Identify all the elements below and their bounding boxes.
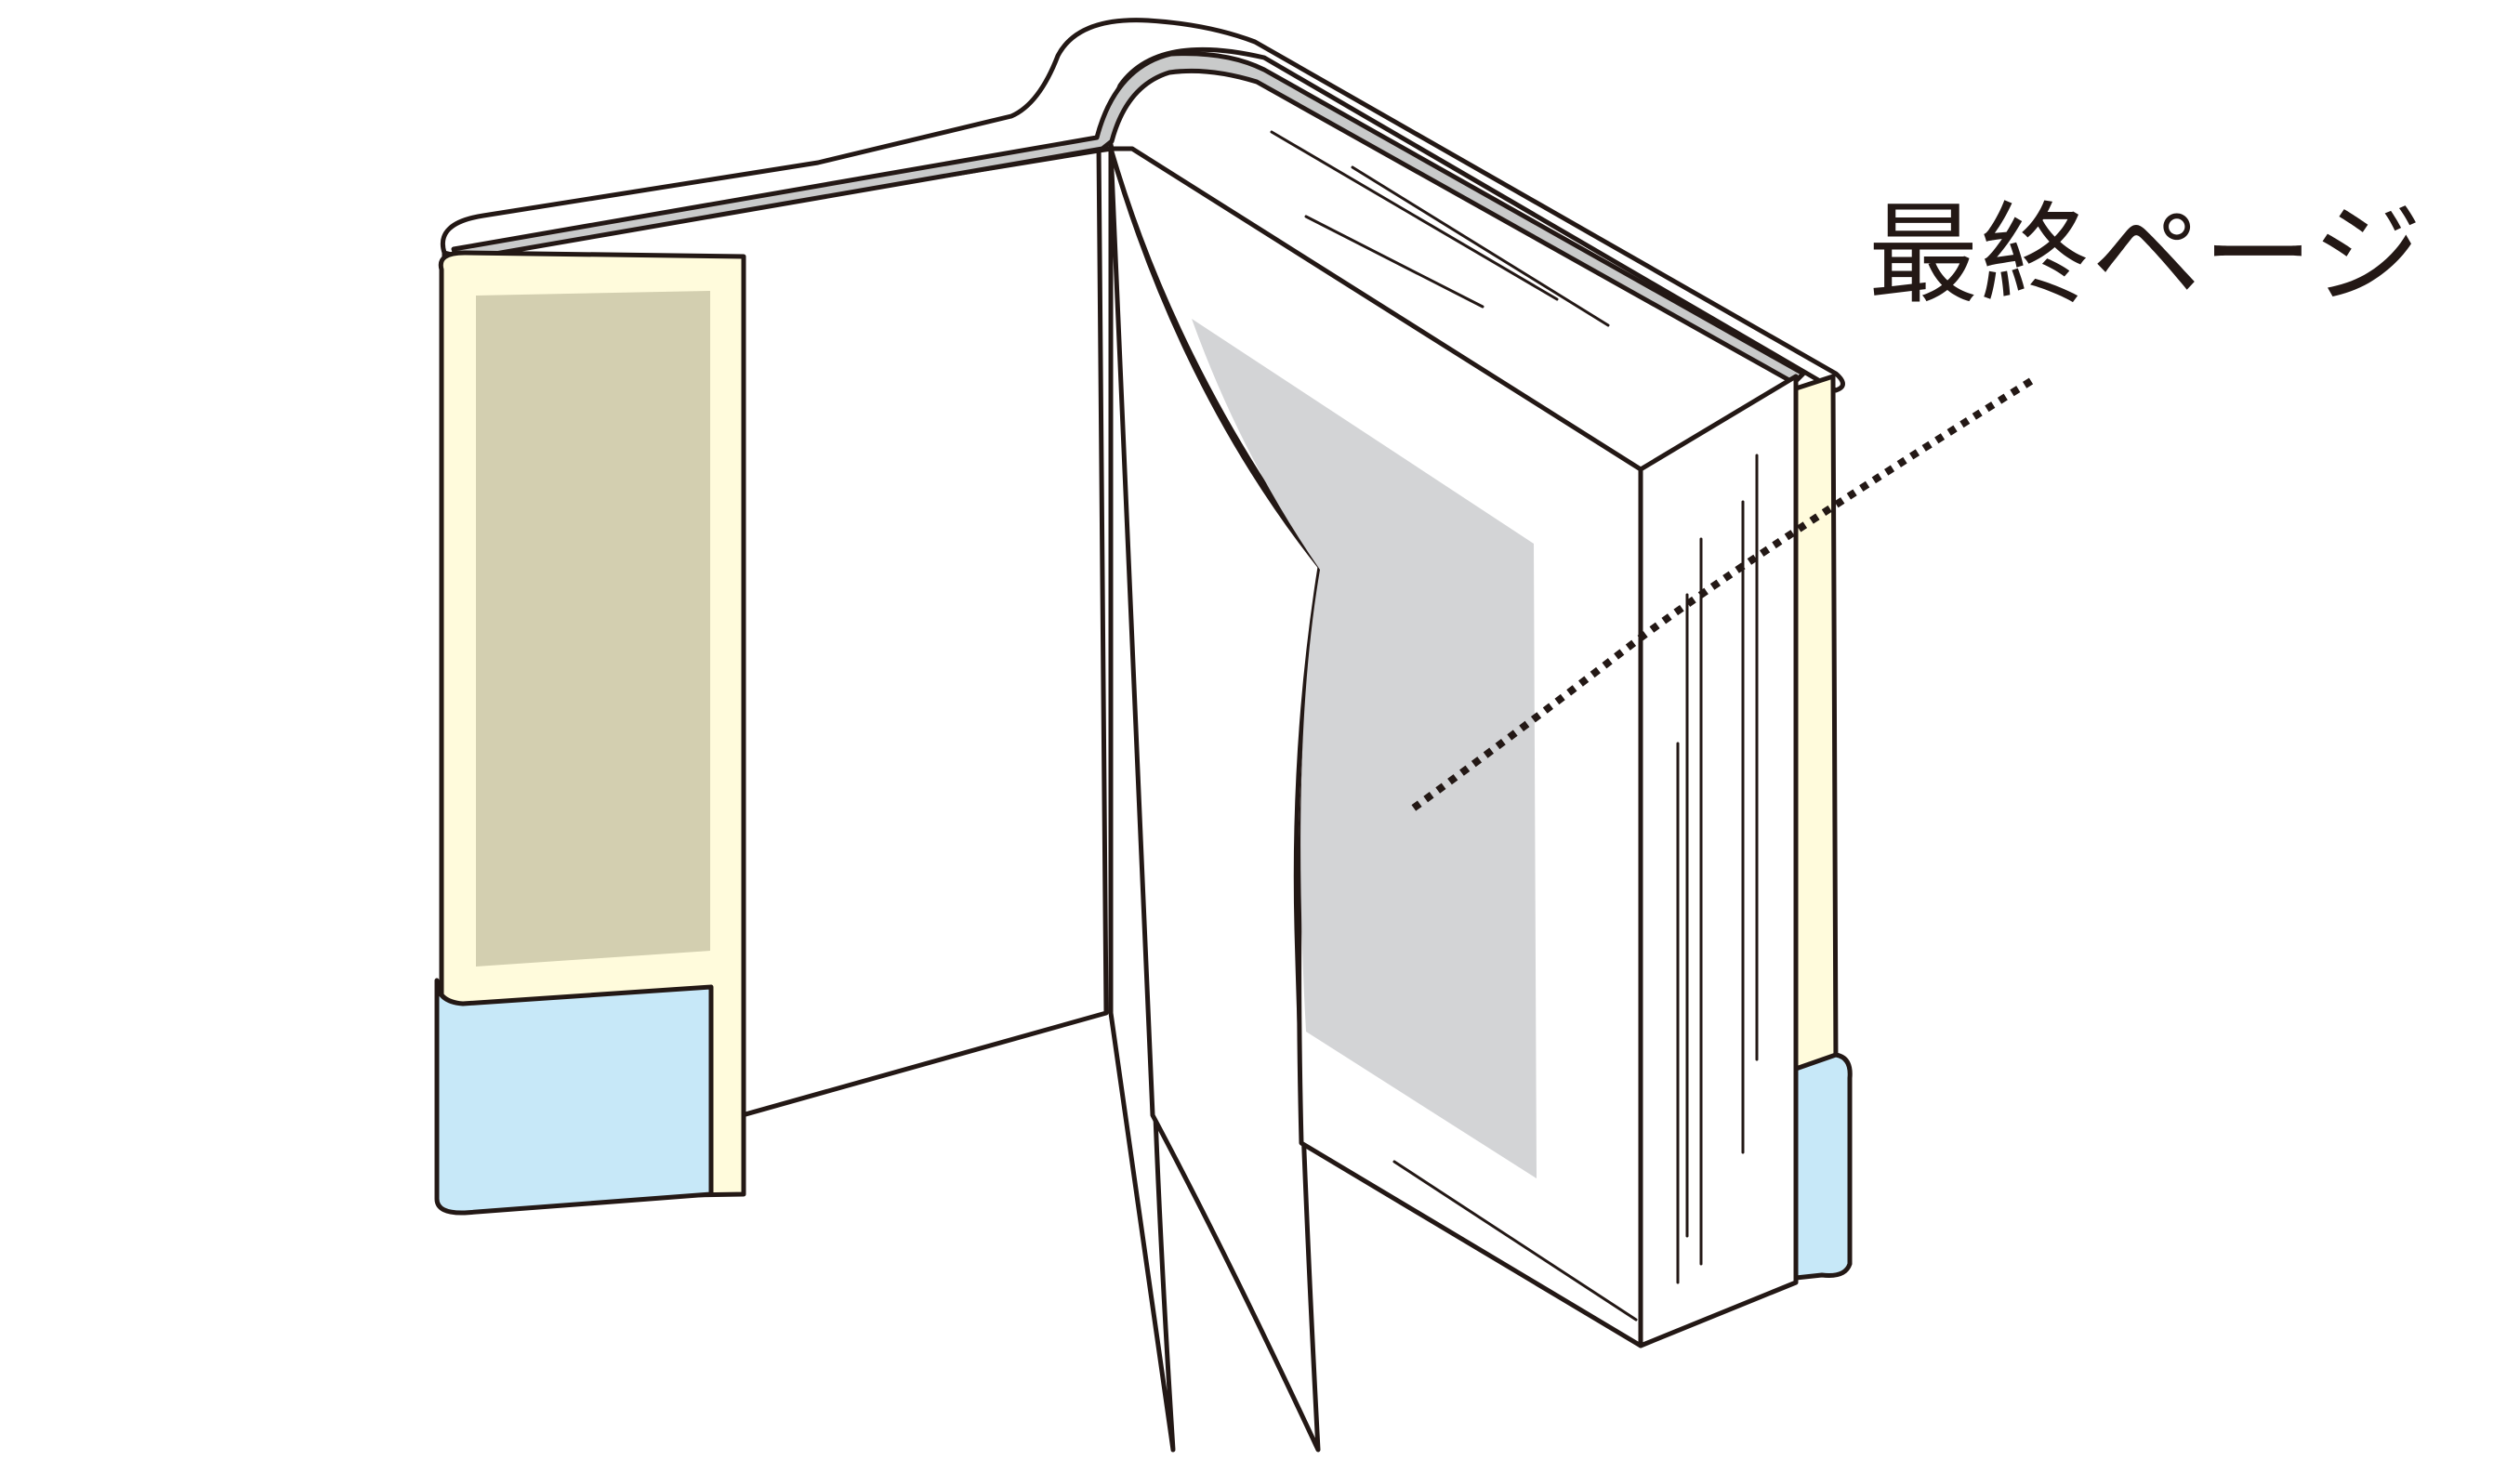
right-band bbox=[1793, 1052, 1853, 1281]
page-line bbox=[1304, 215, 1484, 309]
back-cover-board bbox=[1793, 374, 1839, 1081]
page-line bbox=[1270, 130, 1559, 301]
left-band bbox=[434, 978, 714, 1216]
last-page-label: 最終ページ bbox=[1868, 191, 2424, 319]
spine-grey-strip bbox=[451, 51, 1806, 386]
last-page-image bbox=[1192, 319, 1537, 1178]
callout-leader-line bbox=[1410, 377, 2034, 812]
front-flap-window bbox=[476, 291, 710, 967]
page-line bbox=[1351, 165, 1610, 327]
page-line bbox=[1392, 1160, 1638, 1322]
page-edges bbox=[1638, 374, 1799, 1348]
